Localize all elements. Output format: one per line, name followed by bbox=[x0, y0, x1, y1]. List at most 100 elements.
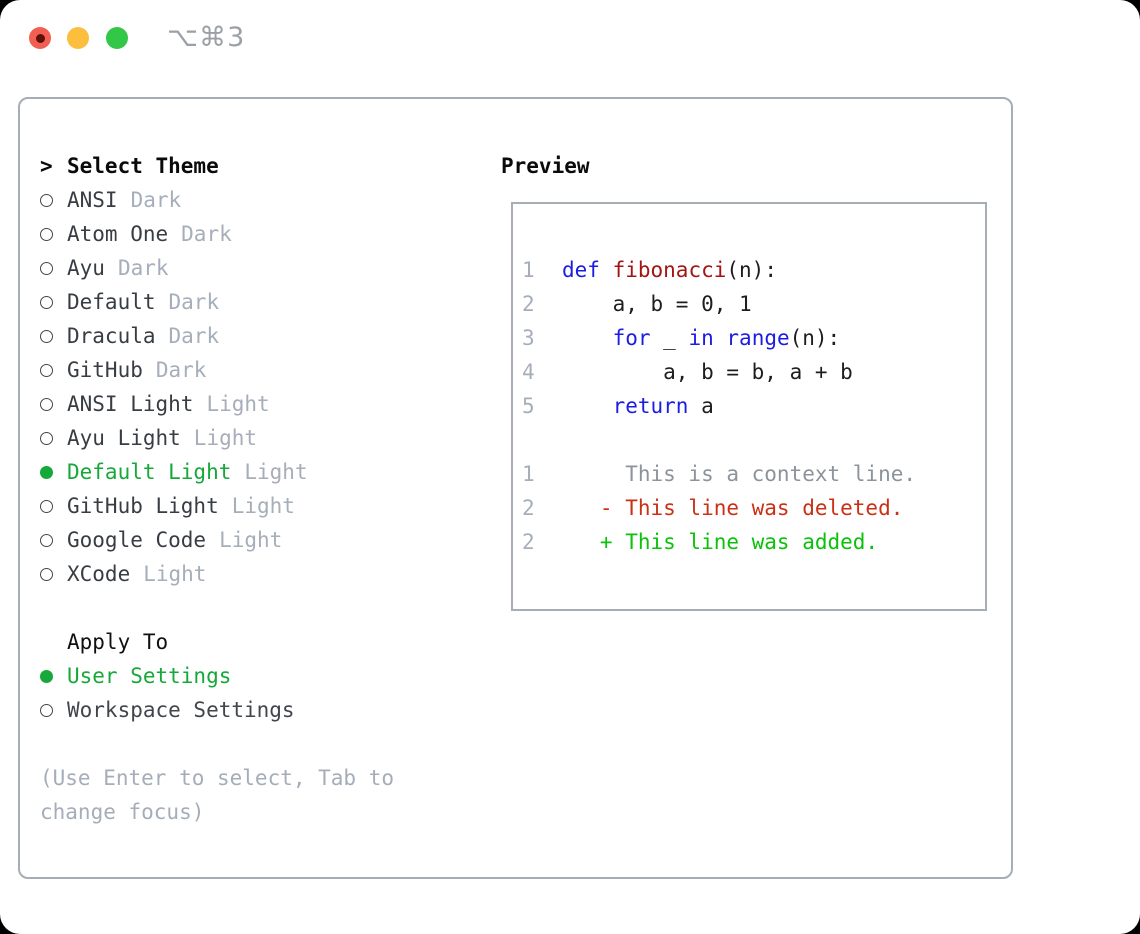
diff-text: + This line was added. bbox=[562, 530, 879, 554]
code-line: 1 def fibonacci(n): bbox=[522, 253, 985, 287]
radio-unselected-icon bbox=[40, 319, 67, 353]
theme-name: Default bbox=[67, 290, 156, 314]
code-line: 3 for _ in range(n): bbox=[522, 321, 985, 355]
theme-option[interactable]: Default Light Light bbox=[40, 455, 460, 489]
select-theme-heading-row: > Select Theme bbox=[40, 149, 460, 183]
theme-name: Atom One bbox=[67, 222, 169, 246]
window-title-shortcut: ⌥⌘3 bbox=[167, 22, 246, 53]
diff-text: - This line was deleted. bbox=[562, 496, 904, 520]
code-content: a, b = 0, 1 bbox=[562, 287, 752, 321]
theme-variant: Light bbox=[231, 494, 295, 518]
cursor-icon: > bbox=[40, 149, 67, 183]
radio-selected-icon bbox=[40, 659, 67, 693]
line-number: 1 bbox=[522, 258, 535, 282]
code-content: a, b = b, a + b bbox=[562, 355, 853, 389]
code-line: 2 a, b = 0, 1 bbox=[522, 287, 985, 321]
diff-content: + This line was added. bbox=[562, 525, 878, 559]
radio-unselected-icon bbox=[40, 217, 67, 251]
line-number: 5 bbox=[522, 394, 535, 418]
code-content: def fibonacci(n): bbox=[562, 253, 777, 287]
diff-content: This is a context line. bbox=[562, 457, 916, 491]
theme-option[interactable]: Google Code Light bbox=[40, 523, 460, 557]
line-number: 2 bbox=[522, 496, 535, 520]
apply-to-heading: Apply To bbox=[67, 630, 169, 654]
theme-option[interactable]: GitHub Dark bbox=[40, 353, 460, 387]
apply-to-label: Workspace Settings bbox=[67, 698, 295, 722]
theme-variant: Dark bbox=[130, 188, 182, 212]
theme-name: Default Light bbox=[67, 460, 232, 484]
cursor-glyph: > bbox=[40, 154, 53, 178]
theme-name: ANSI bbox=[67, 188, 118, 212]
apply-to-option[interactable]: Workspace Settings bbox=[40, 693, 460, 727]
code-segment bbox=[562, 326, 613, 350]
radio-unselected-icon bbox=[40, 183, 67, 217]
theme-variant: Light bbox=[193, 426, 258, 450]
theme-variant: Dark bbox=[155, 358, 207, 382]
theme-name: Google Code bbox=[67, 528, 207, 552]
zoom-button[interactable] bbox=[106, 27, 128, 49]
theme-name: Ayu bbox=[67, 256, 105, 280]
radio-unselected-icon bbox=[40, 421, 67, 455]
theme-variant: Light bbox=[219, 528, 283, 552]
diff-line-context: 1 This is a context line. bbox=[522, 457, 985, 491]
code-segment: (n): bbox=[726, 258, 777, 282]
radio-unselected-icon bbox=[40, 523, 67, 557]
theme-variant: Dark bbox=[168, 324, 220, 348]
theme-name: Ayu Light bbox=[67, 426, 181, 450]
line-number: 4 bbox=[522, 360, 535, 384]
hint-text: (Use Enter to select, Tab to change focu… bbox=[40, 766, 395, 824]
marker-spacer bbox=[40, 625, 67, 659]
close-button[interactable] bbox=[29, 27, 51, 49]
theme-name: GitHub bbox=[67, 358, 143, 382]
diff-block: 1 This is a context line.2 - This line w… bbox=[522, 457, 985, 559]
radio-unselected-icon bbox=[40, 693, 67, 727]
preview-heading: Preview bbox=[501, 154, 590, 178]
radio-unselected-icon bbox=[40, 285, 67, 319]
spacer bbox=[40, 591, 460, 625]
diff-content: - This line was deleted. bbox=[562, 491, 903, 525]
theme-option[interactable]: Ayu Light Light bbox=[40, 421, 460, 455]
theme-option[interactable]: GitHub Light Light bbox=[40, 489, 460, 523]
minimize-button[interactable] bbox=[67, 27, 89, 49]
apply-to-option[interactable]: User Settings bbox=[40, 659, 460, 693]
apply-to-label: User Settings bbox=[67, 664, 232, 688]
line-number: 3 bbox=[522, 326, 535, 350]
theme-variant: Light bbox=[244, 460, 308, 484]
code-segment: a, b = b, a + b bbox=[562, 360, 853, 384]
code-content: for _ in range(n): bbox=[562, 321, 841, 355]
line-number: 1 bbox=[522, 462, 535, 486]
radio-unselected-icon bbox=[40, 387, 67, 421]
code-segment: return bbox=[612, 394, 689, 418]
diff-line-deleted: 2 - This line was deleted. bbox=[522, 491, 985, 525]
theme-name: XCode bbox=[67, 562, 131, 586]
theme-option[interactable]: Ayu Dark bbox=[40, 251, 460, 285]
code-segment bbox=[600, 258, 613, 282]
code-segment bbox=[714, 326, 727, 350]
select-theme-heading: Select Theme bbox=[67, 154, 219, 178]
theme-variant: Dark bbox=[117, 256, 169, 280]
theme-option[interactable]: ANSI Dark bbox=[40, 183, 460, 217]
code-content: return a bbox=[562, 389, 714, 423]
code-line: 5 return a bbox=[522, 389, 985, 423]
code-segment: fibonacci bbox=[612, 258, 727, 282]
radio-selected-icon bbox=[40, 455, 67, 489]
code-segment: in bbox=[688, 326, 714, 350]
unsaved-dot-icon bbox=[35, 33, 45, 43]
titlebar: ⌥⌘3 bbox=[0, 0, 1140, 76]
radio-unselected-icon bbox=[40, 353, 67, 387]
radio-unselected-icon bbox=[40, 251, 67, 285]
theme-name: GitHub Light bbox=[67, 494, 219, 518]
code-segment: (n): bbox=[789, 326, 841, 350]
